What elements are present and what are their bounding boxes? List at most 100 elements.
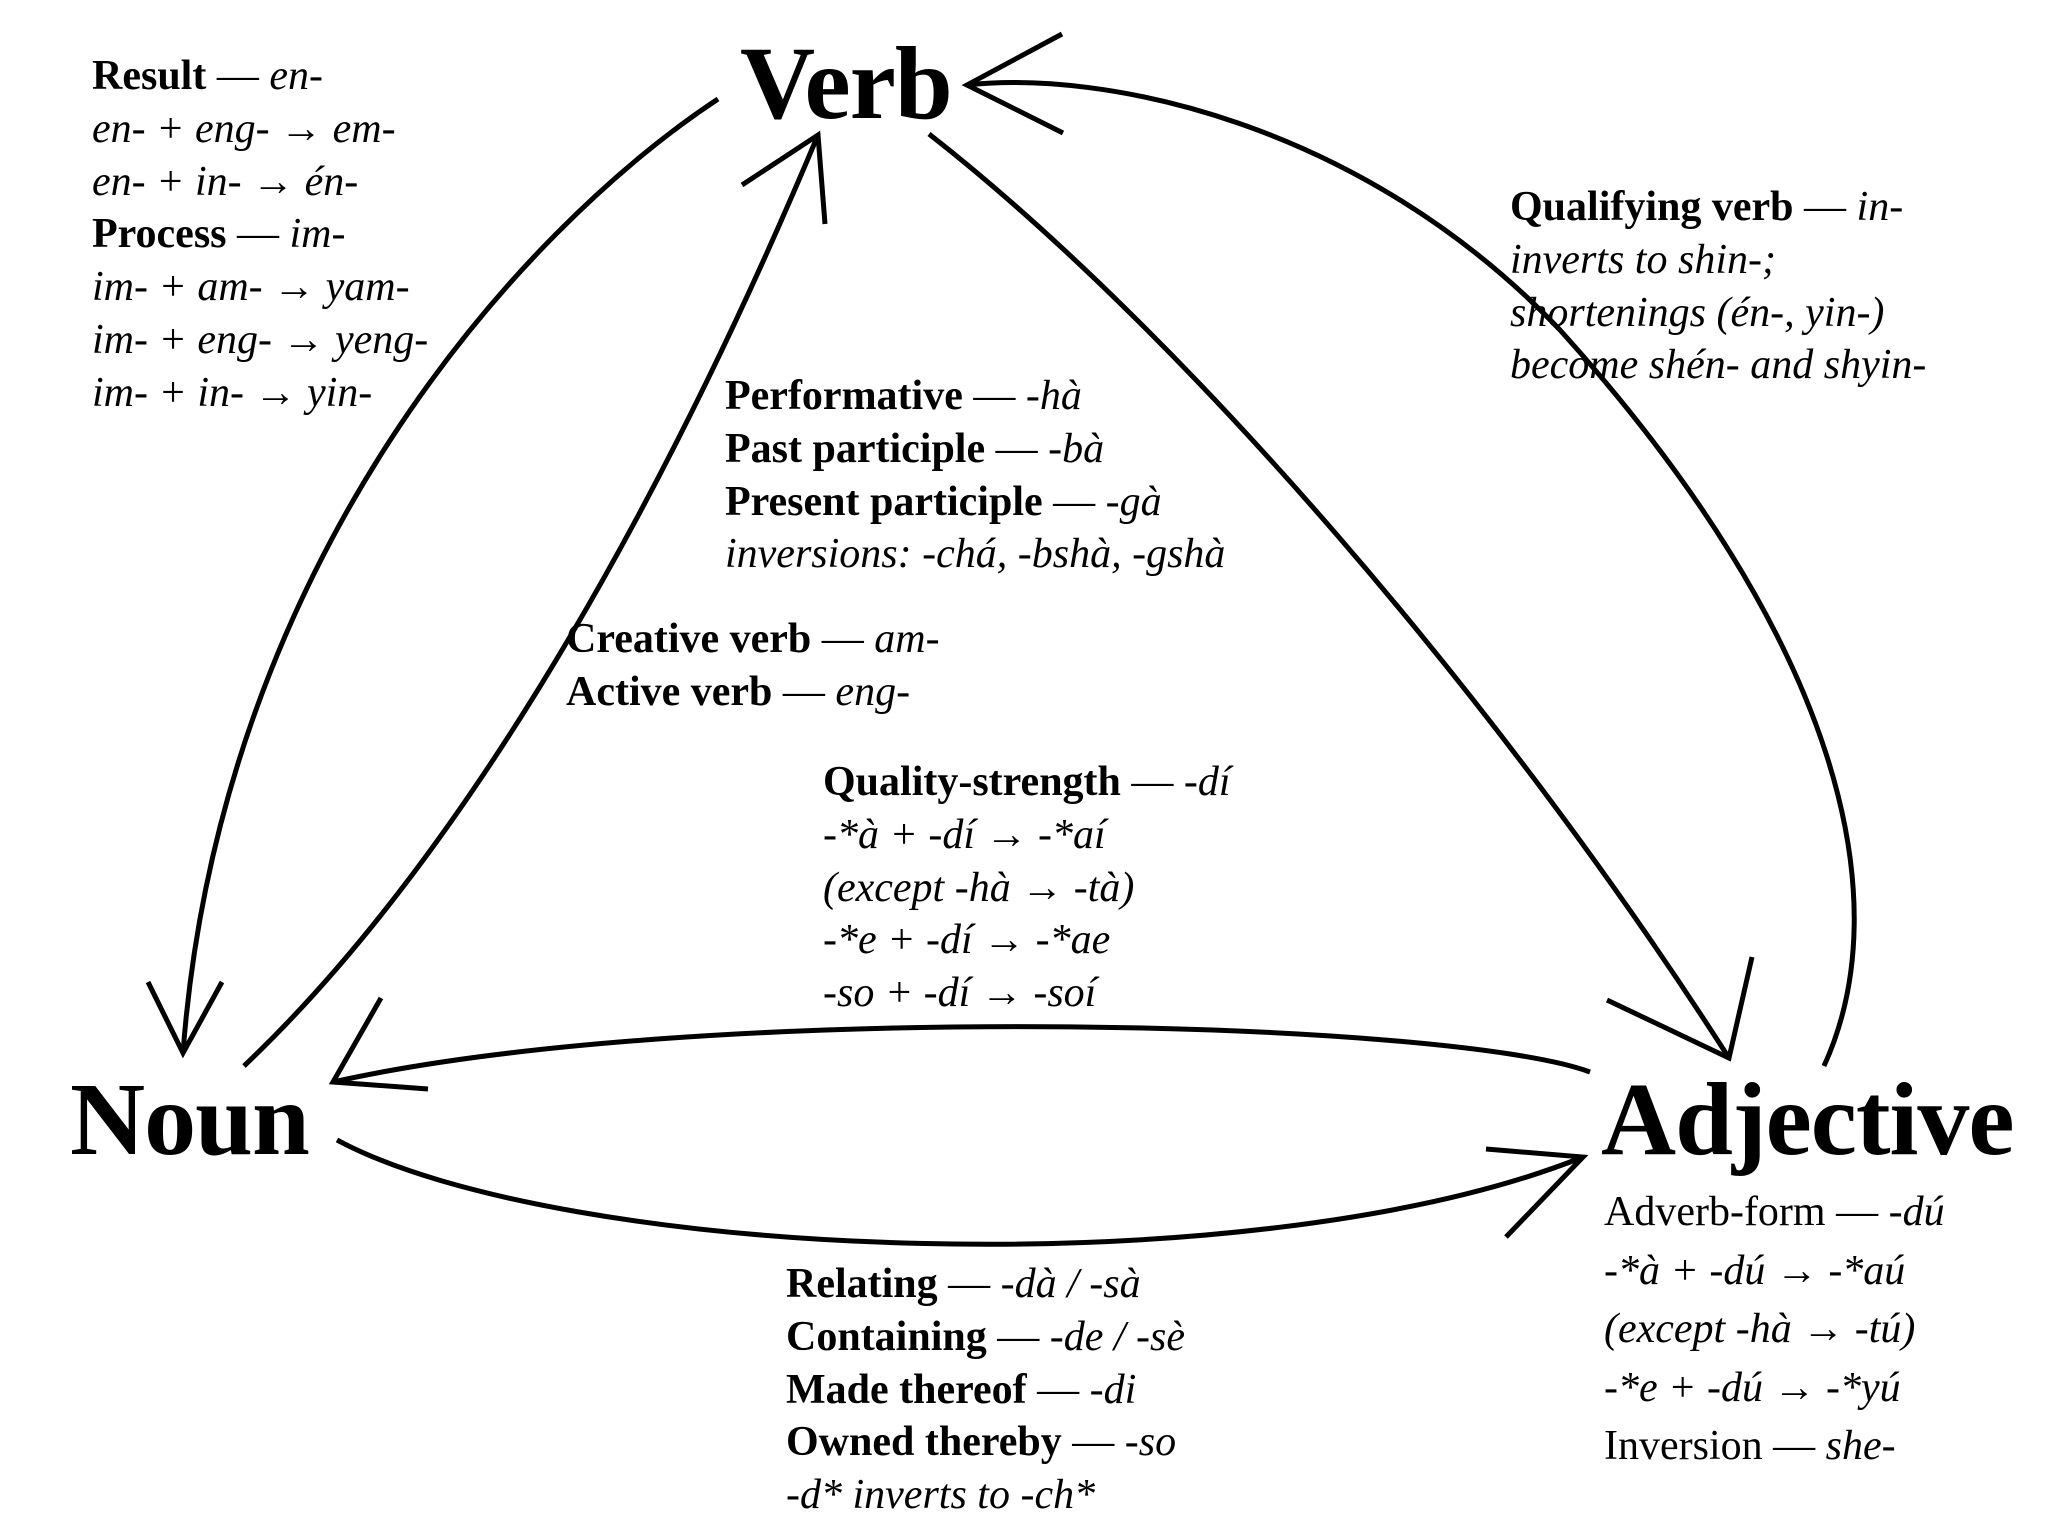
rule-affix: -de / -sè [1049, 1313, 1186, 1360]
verb-to-noun-rules: Result — en- en- + eng- → em- en- + in- … [92, 50, 428, 420]
rule-line: (except -hà → -tà) [823, 864, 1135, 911]
edge-verb-to-adjective-arrowhead [1605, 956, 1755, 1062]
rule-separator: — [1026, 1366, 1090, 1413]
rule-label: Containing [786, 1313, 987, 1360]
rule-line: -*à + -dú → -*aú [1604, 1247, 1906, 1294]
node-adjective: Adjective [1601, 1062, 2015, 1177]
rule-affix: -dí [1183, 759, 1231, 805]
rule-line: en- + in- → én- [92, 158, 359, 205]
rule-separator: — [226, 211, 290, 258]
rule-separator: — [1825, 1189, 1889, 1235]
rule-line: Present participle — -gà [725, 476, 1225, 529]
edge-adjective-to-verb [961, 31, 1857, 1068]
rule-line: Relating — -dà / -sà [786, 1258, 1185, 1311]
rule-line: Active verb — eng- [566, 666, 940, 719]
rule-line: Performative — -hà [725, 370, 1225, 423]
rule-separator: — [206, 53, 270, 99]
rule-affix: -so [1124, 1419, 1177, 1466]
edge-verb-to-adjective [927, 132, 1755, 1062]
edge-verb-to-noun-line [180, 96, 720, 1054]
rule-label: Made thereof [786, 1366, 1027, 1413]
rule-label: Active verb [566, 668, 773, 715]
rule-separator: — [985, 425, 1049, 472]
rule-line: inversions: -chá, -bshà, -gshà [725, 531, 1226, 578]
edge-noun-to-adjective-line [335, 1137, 1584, 1247]
edge-adjective-to-verb-line [966, 80, 1857, 1068]
noun-to-adjective-rules: Relating — -dà / -sà Containing — -de / … [786, 1258, 1185, 1522]
rule-separator: — [962, 373, 1026, 419]
rule-label: Quality-strength [823, 759, 1121, 805]
rule-label: Owned thereby [786, 1419, 1062, 1466]
edge-verb-to-adjective-line [927, 132, 1732, 1060]
noun-to-verb-rules: Creative verb — am- Active verb — eng- [566, 613, 940, 719]
edge-adjective-to-verb-arrowhead [961, 31, 1065, 136]
rule-line: inverts to shin-; [1510, 236, 1776, 283]
rule-label: Relating [786, 1261, 938, 1307]
rule-line: (except -hà → -tú) [1604, 1306, 1916, 1352]
rule-affix: eng- [835, 668, 911, 715]
edge-noun-to-verb-arrowhead [740, 130, 828, 225]
rule-label: Inversion [1604, 1423, 1763, 1469]
rule-label: Result [92, 53, 207, 99]
rule-line: Adverb-form — -dú [1604, 1183, 1945, 1242]
verb-to-adjective-rules: Performative — -hà Past participle — -bà… [725, 370, 1225, 581]
adjective-derivation-rules: Adverb-form — -dú -*à + -dú → -*aú (exce… [1604, 1183, 1945, 1476]
rule-affix: -hà [1025, 373, 1082, 419]
rule-affix: -di [1089, 1366, 1137, 1413]
edge-noun-to-verb-line [242, 134, 821, 1068]
rule-line: Past participle — -bà [725, 423, 1225, 476]
edge-adjective-to-noun-arrowhead [328, 996, 429, 1092]
rule-affix: -bà [1048, 425, 1105, 472]
edge-noun-to-adjective [335, 1137, 1589, 1247]
edge-adjective-to-noun [328, 996, 1591, 1092]
rule-line: Made thereof — -di [786, 1364, 1185, 1417]
adjective-to-noun-rules: Quality-strength — -dí -*à + -dí → -*aí … [823, 756, 1231, 1020]
rule-label: Process [92, 211, 227, 258]
rule-line: im- + eng- → yeng- [92, 316, 429, 363]
rule-label: Adverb-form [1604, 1189, 1826, 1235]
edge-noun-to-verb [242, 130, 828, 1068]
rule-affix: im- [289, 211, 346, 258]
rule-line: -*à + -dí → -*aí [823, 811, 1106, 858]
rule-line: become shén- and shyin- [1510, 342, 1927, 389]
rule-line: -d* inverts to -ch* [786, 1472, 1096, 1519]
rule-label: Performative [725, 373, 963, 419]
rule-label: Present participle [725, 478, 1043, 525]
rule-separator: — [811, 616, 875, 662]
rule-line: -*e + -dú → -*yú [1604, 1364, 1901, 1411]
node-verb: Verb [740, 26, 953, 141]
rule-line: Inversion — she- [1604, 1417, 1945, 1476]
rule-line: -*e + -dí → -*ae [823, 917, 1111, 964]
rule-affix: en- [269, 53, 323, 99]
rule-line: Creative verb — am- [566, 613, 940, 666]
rule-line: Quality-strength — -dí [823, 756, 1231, 809]
node-noun: Noun [70, 1062, 310, 1177]
rule-affix: am- [874, 616, 940, 662]
rule-separator: — [937, 1261, 1001, 1307]
rule-label: Past participle [725, 425, 986, 472]
edge-verb-to-noun [145, 96, 720, 1059]
rule-line: Result — en- [92, 50, 428, 103]
rule-separator: — [1762, 1423, 1826, 1469]
rule-line: shortenings (én-, yin-) [1510, 289, 1885, 336]
rule-line: Owned thereby — -so [786, 1416, 1185, 1469]
rule-line: im- + in- → yin- [92, 369, 373, 416]
rule-separator: — [986, 1313, 1050, 1360]
rule-separator: — [1042, 478, 1106, 525]
rule-label: Qualifying verb [1510, 184, 1794, 230]
rule-line: Containing — -de / -sè [786, 1311, 1185, 1364]
rule-affix: she- [1825, 1423, 1896, 1469]
edge-verb-to-noun-arrowhead [145, 980, 225, 1059]
rule-affix: in- [1856, 184, 1904, 230]
rule-affix: -gà [1105, 478, 1162, 525]
rule-separator: — [772, 668, 836, 715]
rule-separator: — [1120, 759, 1184, 805]
rule-line: Process — im- [92, 208, 428, 261]
rule-separator: — [1061, 1419, 1125, 1466]
rule-label: Creative verb [566, 616, 812, 662]
edge-noun-to-adjective-arrowhead [1485, 1146, 1589, 1239]
rule-line: en- + eng- → em- [92, 105, 396, 152]
rule-separator: — [1793, 184, 1857, 230]
rule-line: Qualifying verb — in- [1510, 181, 1926, 234]
